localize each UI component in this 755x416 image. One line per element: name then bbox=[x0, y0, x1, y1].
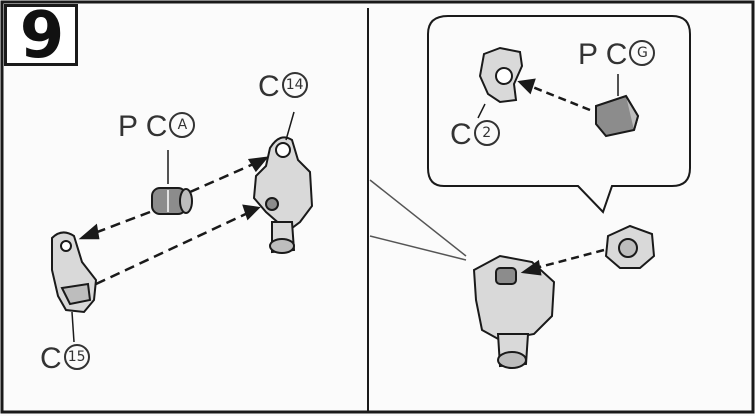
label-pc-a-prefix: P C bbox=[118, 110, 168, 143]
label-c2-circled: 2 bbox=[473, 120, 500, 147]
label-c14-circled: 14 bbox=[281, 72, 308, 99]
assembly-arrows-left bbox=[78, 156, 269, 286]
assembly-arrow-right bbox=[520, 248, 605, 276]
label-c2-prefix: C bbox=[450, 118, 472, 151]
leader-c2 bbox=[477, 103, 486, 119]
part-pc-a bbox=[151, 187, 193, 215]
part-c14 bbox=[252, 136, 314, 254]
step-number-box: 9 bbox=[4, 1, 78, 71]
label-c14-prefix: C bbox=[258, 70, 280, 103]
label-pc-g-circled: G bbox=[629, 40, 656, 67]
zoom-line-2 bbox=[369, 235, 467, 261]
label-pc-g-prefix: P C bbox=[578, 38, 628, 71]
leader-c14 bbox=[285, 111, 295, 141]
step-number: 9 bbox=[19, 0, 65, 73]
part-pc-g bbox=[595, 94, 640, 138]
assembly-arrow-bubble bbox=[517, 78, 591, 112]
part-assembled-small bbox=[604, 224, 656, 269]
label-pc-a-circled: A bbox=[169, 112, 196, 139]
leader-c15 bbox=[71, 311, 75, 343]
label-c15-circled: 15 bbox=[63, 344, 90, 371]
part-c15 bbox=[51, 231, 98, 314]
part-main-body bbox=[472, 254, 556, 369]
label-c15-prefix: C bbox=[40, 342, 62, 375]
zoom-line-1 bbox=[369, 179, 467, 257]
part-c2 bbox=[478, 46, 524, 104]
